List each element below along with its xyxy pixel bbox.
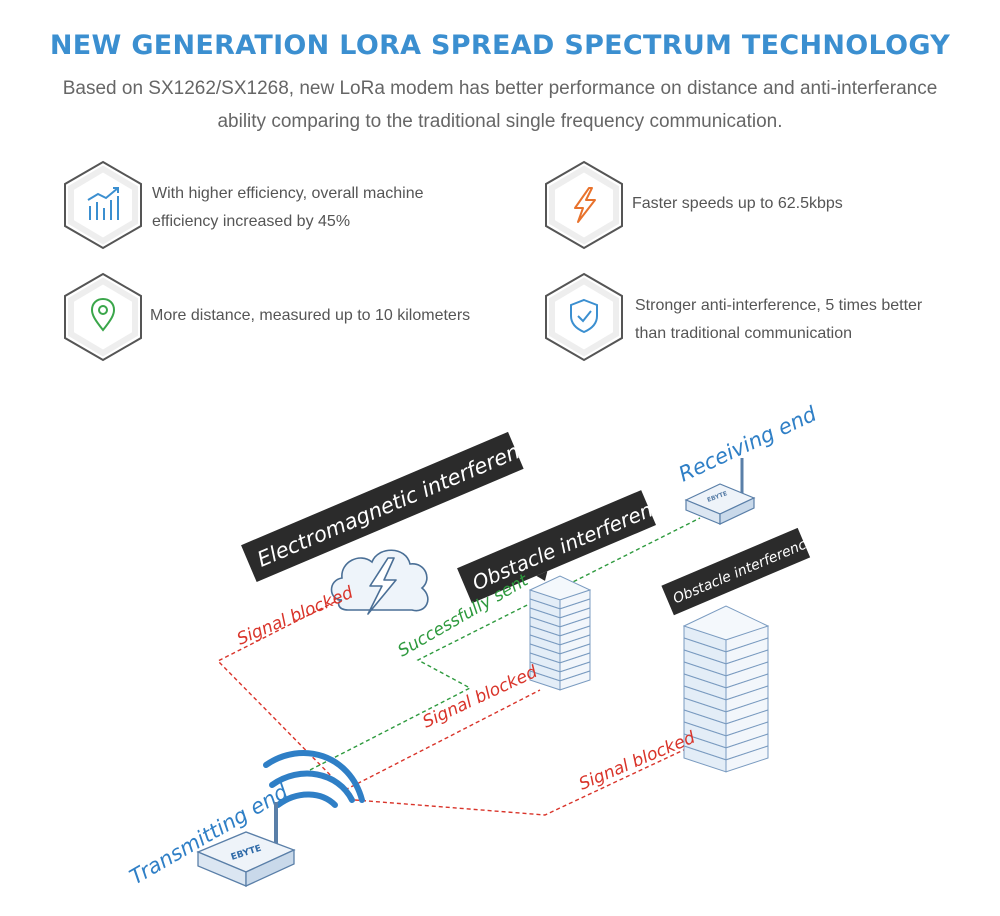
- obstacle-tag-2: Obstacle interference: [661, 527, 817, 616]
- lora-interference-diagram: Electromagnetic interference Obstacle in…: [126, 402, 821, 890]
- blocked-path-obstacle-1: [344, 689, 541, 791]
- transmitting-device: EBYTE: [196, 802, 296, 888]
- feature-line-1: More distance, measured up to 10 kilomet…: [150, 307, 471, 324]
- signal-blocked-label-2: Signal blocked: [420, 662, 541, 733]
- subtitle-line-2: ability comparing to the traditional sin…: [217, 111, 783, 132]
- page-subtitle: Based on SX1262/SX1268, new LoRa modem h…: [50, 72, 950, 138]
- lightning-icon: [574, 187, 596, 223]
- receiving-device: EBYTE: [684, 458, 756, 525]
- feature-line-1: Faster speeds up to 62.5kbps: [632, 195, 843, 212]
- hexagon-frame: [545, 160, 623, 250]
- feature-line-1: Stronger anti-interference, 5 times bett…: [635, 297, 923, 314]
- feature-line-1: With higher efficiency, overall machine: [152, 185, 424, 202]
- wireless-signal-icon: [263, 749, 365, 808]
- cloud-lightning-icon: [330, 549, 429, 615]
- subtitle-line-1: Based on SX1262/SX1268, new LoRa modem h…: [62, 78, 938, 99]
- feature-line-2: efficiency increased by 45%: [152, 213, 351, 230]
- blocked-path-em: [216, 584, 369, 786]
- obstacle-tag-2-text: Obstacle interference: [671, 533, 817, 607]
- blocked-path-obstacle-2: [354, 739, 706, 816]
- rack-slab-right: [725, 745, 769, 773]
- receiving-end-label: Receiving end: [675, 402, 821, 487]
- obstacle-tag-1-text: Obstacle interference: [469, 488, 678, 595]
- shield-check-icon: [570, 298, 598, 334]
- bar-chart-icon: [87, 187, 119, 220]
- signal-blocked-label-1: Signal blocked: [234, 583, 356, 650]
- hexagon-frame: [545, 272, 623, 362]
- rack-slab-right: [559, 670, 591, 691]
- feature-line-2: than traditional communication: [635, 325, 853, 342]
- location-pin-icon: [90, 297, 116, 332]
- page-title: NEW GENERATION LORA SPREAD SPECTRUM TECH…: [49, 30, 951, 61]
- hexagon-frame: [64, 272, 142, 362]
- server-rack-small: [528, 575, 592, 691]
- signal-blocked-label-3: Signal blocked: [576, 728, 698, 795]
- server-rack-large: [682, 605, 770, 773]
- hexagon-frame: [64, 160, 142, 250]
